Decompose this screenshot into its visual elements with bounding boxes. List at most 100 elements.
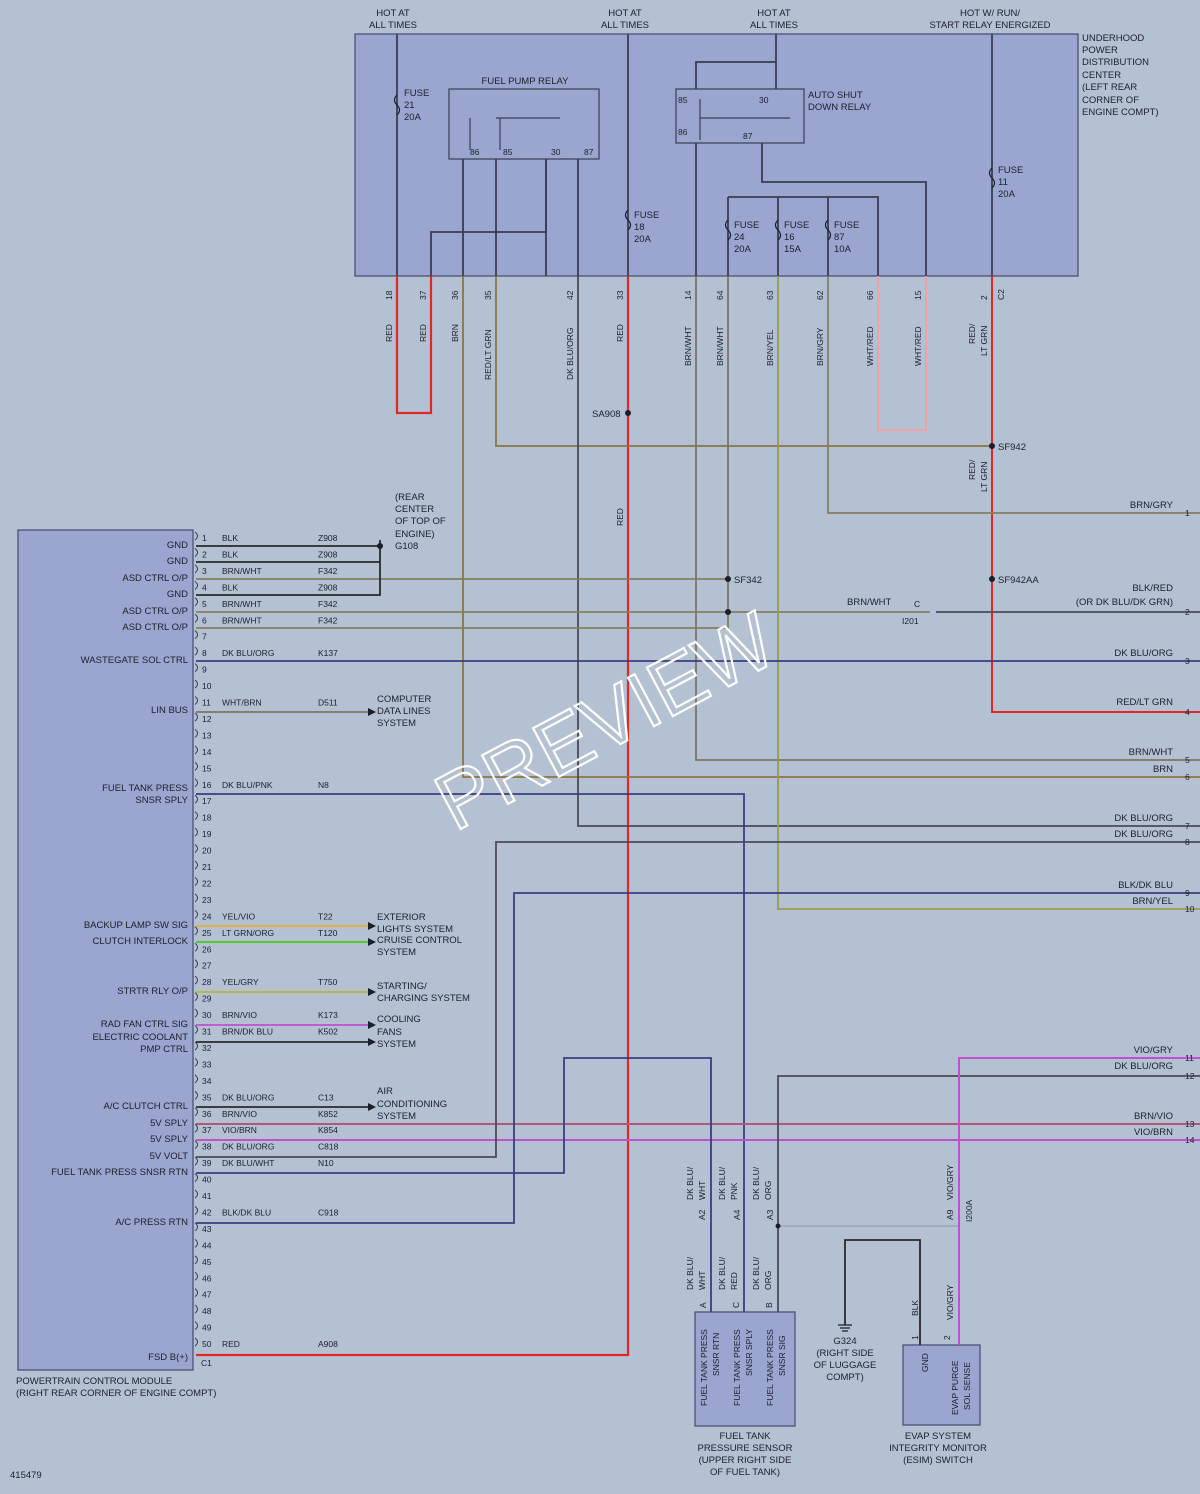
pcm-pin-wire-color: YEL/VIO	[222, 911, 255, 921]
right-conn-wire-color: DK BLU/ORG	[1114, 1061, 1173, 1072]
pcm-pin-number: 20	[202, 846, 212, 856]
pcm-pin-number: 40	[202, 1175, 212, 1185]
pcm-pin-number: 39	[202, 1158, 212, 1168]
svg-text:15A: 15A	[784, 244, 802, 255]
svg-text:BRN/GRY: BRN/GRY	[815, 327, 825, 366]
svg-text:RED: RED	[615, 324, 625, 342]
right-conn-wire-color: VIO/GRY	[1134, 1045, 1174, 1056]
splice-dots	[377, 410, 995, 1229]
pcm-pin-bracket	[194, 1288, 198, 1298]
pcm-pin-bracket	[194, 844, 198, 853]
esim-name: EVAP SYSTEM INTEGRITY MONITOR (ESIM) SWI…	[889, 1431, 987, 1466]
svg-text:OF LUGGAGE: OF LUGGAGE	[814, 1360, 877, 1371]
pcm-pin-circuit: Z908	[318, 533, 338, 543]
pcm-location: (RIGHT REAR CORNER OF ENGINE COMPT)	[16, 1388, 216, 1399]
svg-text:CONDITIONING: CONDITIONING	[377, 1099, 447, 1110]
pcm-pin-wire-color: BRN/VIO	[222, 1109, 257, 1119]
svg-text:A3: A3	[765, 1209, 775, 1220]
pcm-pin-circuit: C13	[318, 1092, 334, 1102]
svg-text:DK BLU/ORG: DK BLU/ORG	[565, 328, 575, 380]
pcm-pin-bracket	[194, 794, 198, 804]
svg-text:FANS: FANS	[377, 1027, 402, 1038]
pcm-pin-circuit: C918	[318, 1207, 339, 1217]
svg-text:36: 36	[450, 290, 460, 300]
svg-text:ALL TIMES: ALL TIMES	[369, 20, 417, 31]
pcm-name: POWERTRAIN CONTROL MODULE	[16, 1376, 172, 1387]
svg-text:DOWN RELAY: DOWN RELAY	[808, 102, 872, 113]
pcm-pin-number: 5	[202, 599, 207, 609]
svg-text:86: 86	[470, 147, 480, 157]
fuel-tank-sensor-name: FUEL TANK PRESSURE SENSOR (UPPER RIGHT S…	[697, 1431, 792, 1478]
fuel-pump-relay	[448, 88, 600, 160]
svg-text:ELECTRIC COOLANT: ELECTRIC COOLANT	[92, 1032, 188, 1043]
power-headers: HOT AT ALL TIMES HOT AT ALL TIMES HOT AT…	[369, 8, 1051, 31]
svg-text:DK BLU/: DK BLU/	[717, 1166, 727, 1200]
right-conn-pin: 13	[1185, 1119, 1195, 1129]
pcm-pin-bracket	[194, 827, 198, 837]
pcm-pin-bracket	[194, 1140, 198, 1150]
svg-text:RED/: RED/	[967, 323, 977, 344]
pcm-pin-bracket	[194, 630, 198, 640]
svg-text:BRN/WHT: BRN/WHT	[847, 597, 892, 608]
svg-text:DK BLU/: DK BLU/	[751, 1166, 761, 1200]
pcm-pin-bracket	[194, 1107, 198, 1117]
svg-text:PMP CTRL: PMP CTRL	[140, 1044, 188, 1055]
fuse-labels: FUSE 21 20A FUSE 18 20A FUSE 24 20A FUSE…	[404, 88, 1023, 255]
pcm-pin-number: 50	[202, 1339, 212, 1349]
asd-relay	[675, 88, 805, 144]
top-wire-colors: RED RED BRN RED/LT GRN DK BLU/ORG RED BR…	[384, 323, 989, 526]
pcm-pin-circuit: K502	[318, 1027, 338, 1037]
svg-text:RED: RED	[615, 508, 625, 526]
right-conn-pin: 2	[1185, 607, 1190, 617]
pcm-pin-bracket	[194, 696, 198, 705]
svg-text:1: 1	[910, 1335, 920, 1340]
svg-text:5V VOLT: 5V VOLT	[150, 1151, 189, 1162]
pcm-pin-bracket	[194, 1090, 198, 1100]
pcm-pin-number: 23	[202, 895, 212, 905]
svg-text:STARTING/: STARTING/	[377, 981, 427, 992]
svg-text:62: 62	[815, 290, 825, 300]
pcm-pin-circuit: T750	[318, 977, 338, 987]
pdc-label: UNDERHOOD POWER DISTRIBUTION CENTER (LEF…	[1082, 33, 1159, 118]
svg-text:C: C	[731, 1302, 741, 1308]
pcm-pin-bracket	[194, 1189, 198, 1199]
svg-text:SF942AA: SF942AA	[998, 575, 1039, 586]
pcm-pin-bracket	[194, 712, 198, 722]
svg-text:85: 85	[678, 95, 688, 105]
svg-text:DATA LINES: DATA LINES	[377, 706, 431, 717]
pcm-pin-wire-color: BLK	[222, 582, 238, 592]
svg-text:30: 30	[551, 147, 561, 157]
svg-text:GND: GND	[920, 1353, 930, 1372]
pcm-pin-wire-color: BLK	[222, 533, 238, 543]
svg-text:DK BLU/: DK BLU/	[685, 1166, 695, 1200]
powertrain-control-module	[17, 529, 194, 1371]
sensor-connector-labels: A2 A4 A3 A9 I200A DK BLU/ WHT DK BLU/ PN…	[685, 1164, 974, 1340]
pcm-pin-number: 36	[202, 1109, 212, 1119]
pcm-pin-number: 13	[202, 730, 212, 740]
svg-text:CHARGING SYSTEM: CHARGING SYSTEM	[377, 993, 470, 1004]
pcm-pin-circuit: K854	[318, 1125, 338, 1135]
svg-text:HOT AT: HOT AT	[757, 8, 791, 19]
right-conn-pin: 11	[1185, 1053, 1194, 1063]
pcm-pin-bracket	[194, 942, 198, 952]
svg-text:VIO/GRY: VIO/GRY	[945, 1164, 955, 1200]
pcm-pin-number: 41	[202, 1191, 212, 1201]
svg-text:VIO/GRY: VIO/GRY	[945, 1284, 955, 1320]
right-conn-alt-color: (OR DK BLU/DK GRN)	[1076, 597, 1173, 608]
svg-text:RED/: RED/	[967, 459, 977, 480]
svg-text:5V SPLY: 5V SPLY	[150, 1118, 189, 1129]
svg-text:14: 14	[683, 290, 693, 300]
pcm-pin-circuit: K852	[318, 1109, 338, 1119]
right-conn-wire-color: BRN/VIO	[1134, 1111, 1173, 1122]
svg-text:B: B	[764, 1302, 774, 1308]
pcm-pin-number: 34	[202, 1076, 212, 1086]
wires	[196, 34, 1200, 1357]
ground-g324: G324 (RIGHT SIDE OF LUGGAGE COMPT)	[814, 1324, 877, 1383]
svg-text:LT GRN: LT GRN	[979, 462, 989, 492]
svg-text:DK BLU/: DK BLU/	[751, 1256, 761, 1290]
svg-text:BLK: BLK	[910, 1300, 920, 1316]
svg-text:PNK: PNK	[729, 1182, 739, 1200]
pcm-pin-bracket	[194, 597, 198, 607]
